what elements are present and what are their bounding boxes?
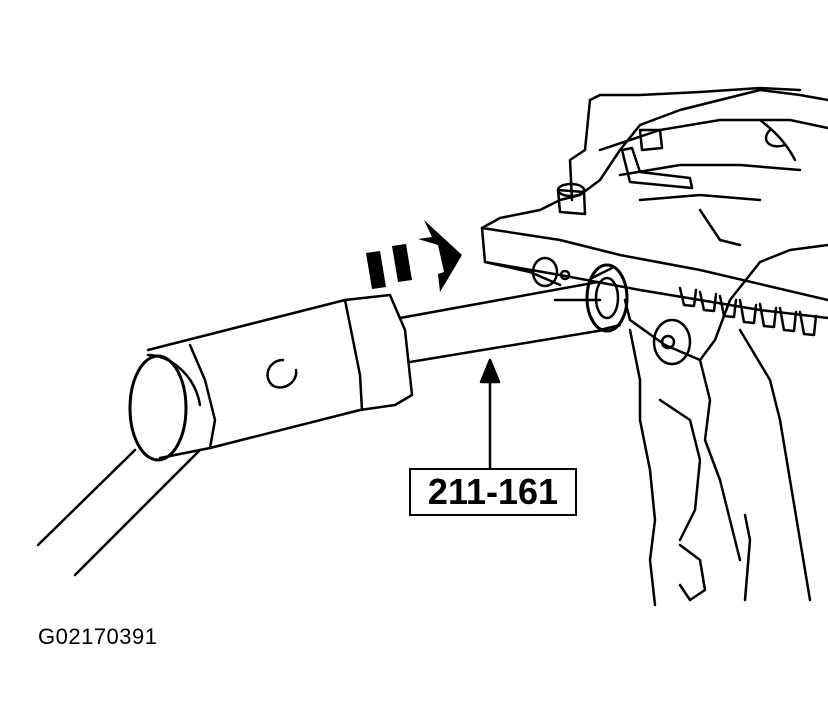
tool-handle <box>36 293 414 577</box>
figure-id: G02170391 <box>38 624 158 649</box>
tool-shaft <box>398 280 606 364</box>
oil-seal <box>585 263 629 333</box>
transaxle-housing <box>480 86 828 607</box>
callout-arrow-icon <box>479 358 501 470</box>
triple-arrow-icon <box>366 220 462 292</box>
tool-number-callout: 211-161 <box>409 468 577 516</box>
